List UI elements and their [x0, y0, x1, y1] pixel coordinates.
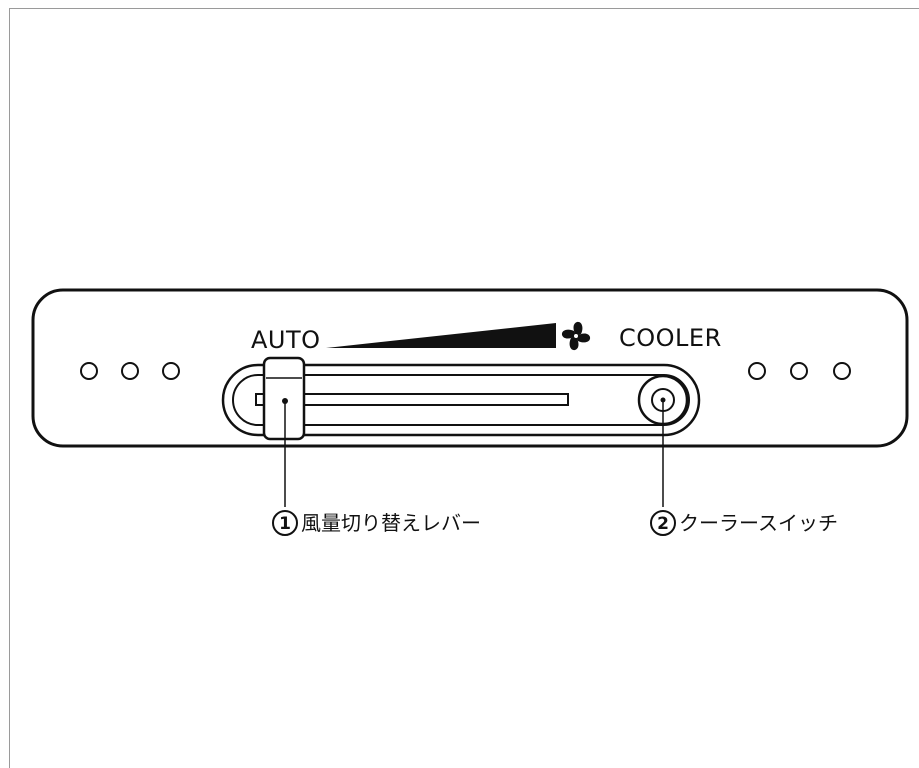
callout-number-circle — [650, 510, 676, 536]
callout-number-circle — [272, 510, 298, 536]
callout-number: 2 — [657, 514, 669, 534]
callout-1: 1 風量切り替えレバー — [272, 510, 481, 536]
figure-frame — [9, 8, 919, 768]
left-vent-holes — [80, 362, 180, 380]
vent-hole — [748, 362, 766, 380]
callout-2: 2 クーラースイッチ — [650, 510, 838, 536]
cooler-label: COOLER — [619, 324, 722, 352]
vent-hole — [162, 362, 180, 380]
callout-number: 1 — [279, 514, 291, 534]
vent-hole — [833, 362, 851, 380]
vent-hole — [790, 362, 808, 380]
fan-icon — [561, 321, 591, 351]
callout-text: クーラースイッチ — [679, 511, 838, 535]
lever-track-inner — [232, 374, 690, 426]
right-vent-holes — [748, 362, 851, 380]
callout-text: 風量切り替えレバー — [301, 511, 481, 535]
fan-speed-wedge — [326, 323, 556, 348]
lever-slot — [255, 393, 569, 406]
vent-hole — [121, 362, 139, 380]
vent-hole — [80, 362, 98, 380]
auto-label: AUTO — [251, 326, 321, 354]
